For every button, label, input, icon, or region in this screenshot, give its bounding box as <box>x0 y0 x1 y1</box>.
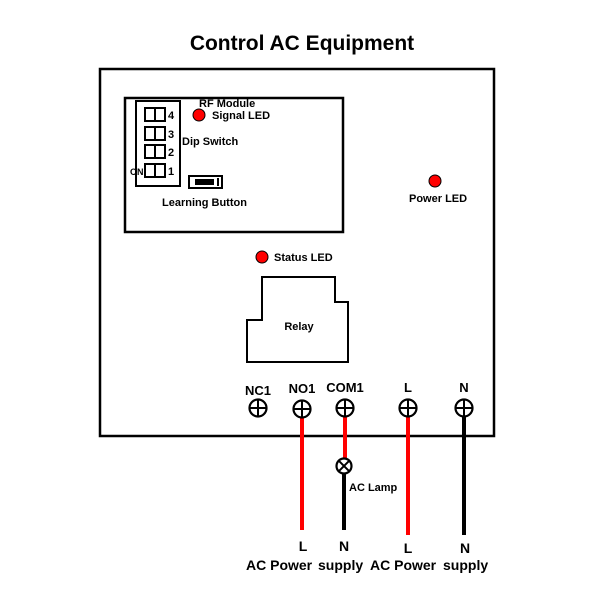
dip-switch-on-label: ON <box>130 167 144 177</box>
rf-module-label: RF Module <box>199 98 255 110</box>
terminal-n <box>454 398 474 418</box>
supply-label-2: supply <box>443 557 488 573</box>
dip-switch-number-4: 4 <box>168 110 175 122</box>
status-led-label: Status LED <box>274 252 333 264</box>
ac-power-label-1: AC Power <box>246 557 313 573</box>
status-led <box>255 250 269 264</box>
dip-switch-label: Dip Switch <box>182 136 239 148</box>
terminal-label-n: N <box>459 380 468 395</box>
dip-switch-number-1: 1 <box>168 166 174 178</box>
terminal-l <box>398 398 418 418</box>
dip-switch-number-3: 3 <box>168 129 174 141</box>
terminal-label-no1: NO1 <box>289 381 316 396</box>
ac-lamp-icon <box>335 457 353 475</box>
relay-label: Relay <box>284 321 314 333</box>
signal-led-label: Signal LED <box>212 110 270 122</box>
power-led <box>428 174 442 188</box>
terminal-label-l: L <box>404 380 412 395</box>
rf-module-box <box>123 96 345 234</box>
supply-label-l-2: L <box>404 540 413 556</box>
dip-switch-housing <box>135 100 181 187</box>
terminal-com1 <box>335 398 355 418</box>
learning-button[interactable] <box>188 175 223 189</box>
dip-switch-3[interactable] <box>144 126 166 141</box>
signal-led <box>192 108 206 122</box>
supply-label-n-2: N <box>460 540 470 556</box>
ac-lamp-label: AC Lamp <box>349 482 398 494</box>
dip-switch-number-2: 2 <box>168 147 174 159</box>
supply-label-n-1: N <box>339 538 349 554</box>
dip-switch-1[interactable] <box>144 163 166 178</box>
power-led-label: Power LED <box>409 193 467 205</box>
ac-power-label-2: AC Power <box>370 557 437 573</box>
diagram-title: Control AC Equipment <box>190 32 414 55</box>
dip-switch-4[interactable] <box>144 107 166 122</box>
dip-switch[interactable]: 4 3 2 1 ON <box>130 100 181 187</box>
supply-label-1: supply <box>318 557 363 573</box>
supply-label-l-1: L <box>299 538 308 554</box>
terminal-nc1 <box>248 398 268 418</box>
relay <box>246 276 349 363</box>
terminal-label-nc1: NC1 <box>245 383 271 398</box>
dip-switch-2[interactable] <box>144 144 166 159</box>
receiver-enclosure <box>98 67 496 438</box>
terminal-label-com1: COM1 <box>326 380 364 395</box>
terminal-no1 <box>292 399 312 419</box>
learning-button-label: Learning Button <box>162 197 247 209</box>
